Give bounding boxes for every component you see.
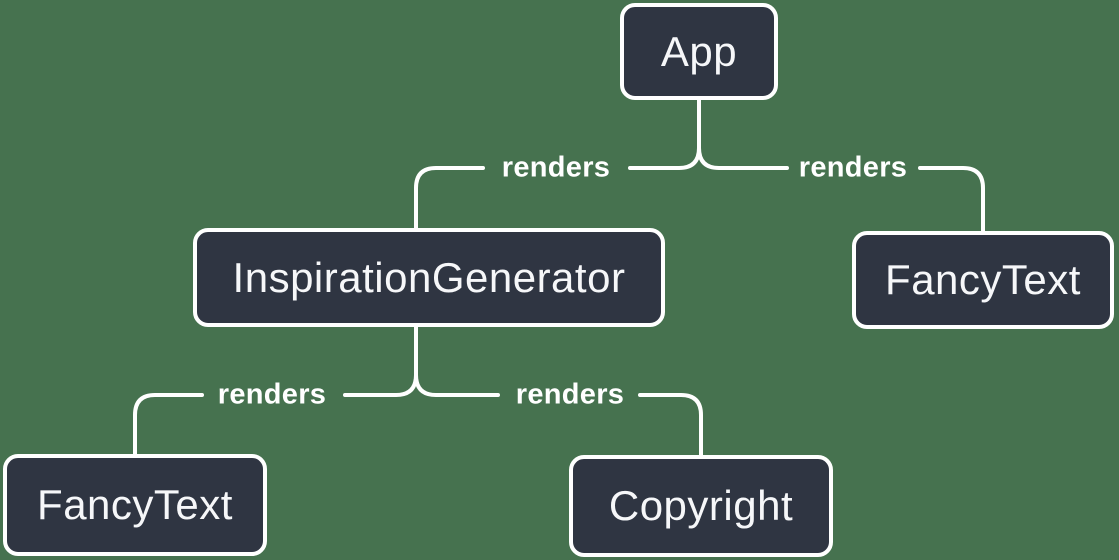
edge-label-inspiration-generator-to-copyright: renders xyxy=(515,378,625,411)
edge-inspiration-generator-to-copyright-line xyxy=(414,325,703,457)
edge-label-app-to-fancy-text: renders xyxy=(798,151,908,184)
node-fancy-text-left: FancyText xyxy=(3,454,267,556)
node-app-label: App xyxy=(660,27,738,75)
node-fancy-text-right-label: FancyText xyxy=(885,256,1081,303)
node-fancy-text-right: FancyText xyxy=(852,231,1114,329)
node-inspiration-generator-label: InspirationGenerator xyxy=(232,253,626,301)
node-fancy-text-left-label: FancyText xyxy=(37,481,233,528)
edge-app-to-fancy-text-line xyxy=(697,98,985,233)
node-app: App xyxy=(620,3,778,100)
edge-label-app-to-inspiration-generator: renders xyxy=(501,151,611,184)
node-copyright: Copyright xyxy=(569,455,833,557)
node-copyright-label: Copyright xyxy=(608,482,794,529)
edge-label-inspiration-generator-to-fancy-text: renders xyxy=(217,378,327,411)
node-inspiration-generator: InspirationGenerator xyxy=(193,228,665,327)
